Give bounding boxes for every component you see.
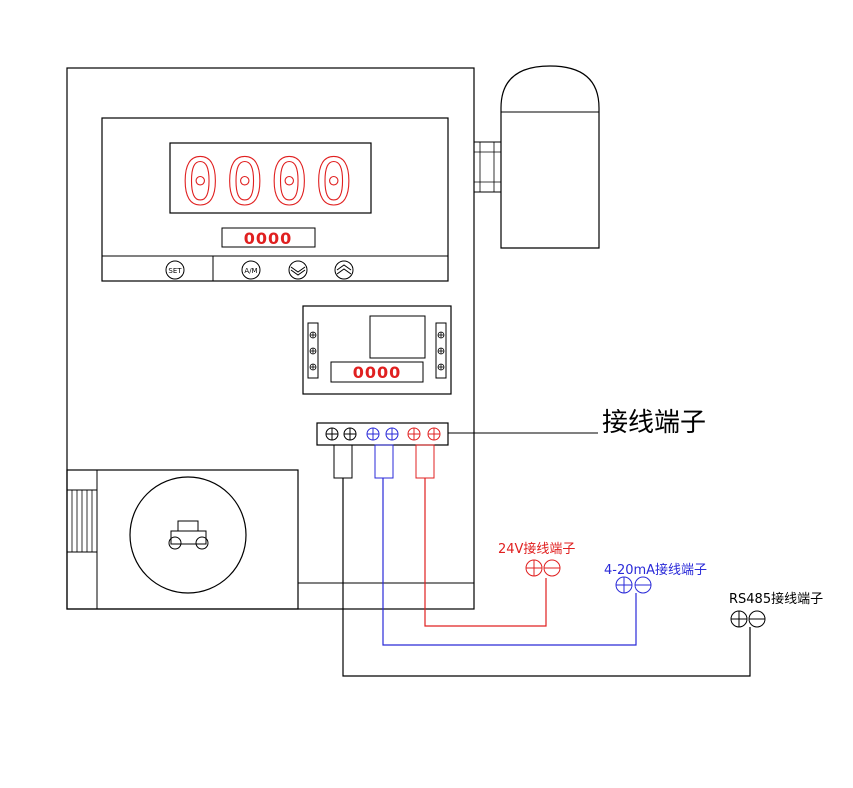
terminal-2 [343,427,357,441]
auto-manual-button-label: A/M [244,267,257,275]
chevron-down-icon [290,266,306,276]
wire-red-24v [424,478,547,627]
terminal-6 [427,427,441,441]
sub-display-value: 0000 [244,229,293,248]
sensor-connector [473,141,502,193]
terminal-5 [407,427,421,441]
transmitter-module: 0000 [302,305,452,395]
sub-display-window [221,227,316,248]
sensor-head [473,65,600,249]
display-panel: 0000 0000 SET A/M [101,117,449,282]
terminal-4-20ma-symbol [615,576,652,594]
main-display-value: 0000 [181,146,359,220]
gland-blue [374,444,394,479]
down-button[interactable] [288,260,308,280]
terminal-rs485-symbol [730,610,766,628]
main-display-window [169,142,372,214]
gland-black [333,444,353,479]
sensor-housing [66,469,299,610]
terminal-1 [325,427,339,441]
sensor-core [177,520,199,532]
terminal-4-20ma-label: 4-20mA接线端子 [604,563,708,578]
terminal-3 [366,427,380,441]
module-display-window [330,361,424,383]
terminal-4 [385,427,399,441]
module-display-value: 0000 [353,363,402,382]
auto-manual-button[interactable]: A/M [241,260,261,280]
terminal-rs485-label: RS485接线端子 [729,592,824,607]
gland-red [415,444,435,479]
set-button[interactable]: SET [165,260,185,280]
terminal-24v-label: 24V接线端子 [498,542,576,557]
wire-black-rs485 [342,478,751,677]
module-right-terminals [435,322,447,379]
sensor-cap [129,476,247,594]
terminal-block [316,422,598,446]
module-left-terminals [307,322,319,379]
module-window [369,315,426,359]
up-button[interactable] [334,260,354,280]
set-button-label: SET [168,267,182,275]
terminal-block-label: 接线端子 [602,408,707,438]
wire-blue-4-20ma [382,478,637,646]
chevron-up-icon [336,264,352,275]
terminal-24v-symbol [525,559,561,577]
